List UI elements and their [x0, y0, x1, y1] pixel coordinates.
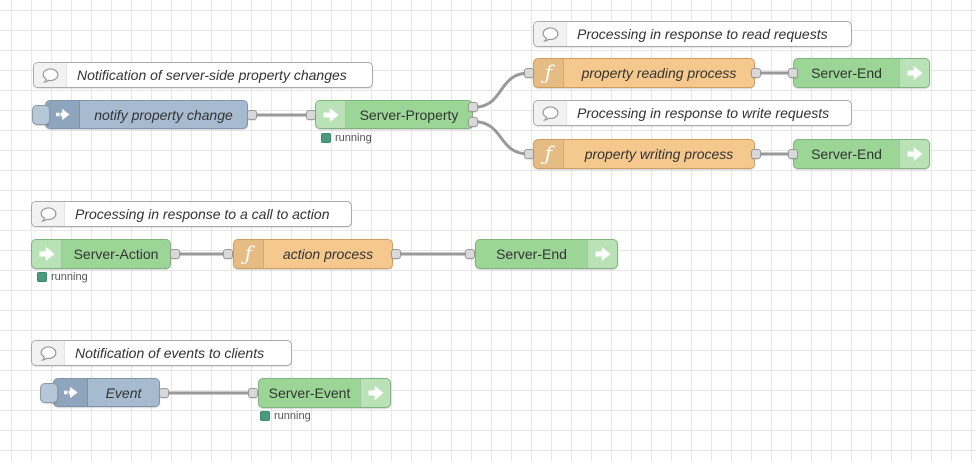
arrow-right-icon [899, 59, 929, 87]
status-dot-icon [321, 133, 331, 143]
input-port[interactable] [788, 149, 798, 159]
function-f-icon: ƒ [234, 240, 264, 268]
comment-text: Notification of server-side property cha… [77, 67, 347, 83]
speech-bubble-icon [32, 202, 65, 226]
arrow-right-icon [899, 140, 929, 168]
status-text: running [335, 132, 372, 144]
node-label: property reading process [581, 65, 737, 81]
comment-text: Processing in response to a call to acti… [75, 206, 330, 222]
input-port[interactable] [306, 110, 316, 120]
comment-node-events-to-clients[interactable]: Notification of events to clients [31, 340, 292, 366]
comment-node-read-requests[interactable]: Processing in response to read requests [533, 21, 852, 47]
node-label: Server-End [811, 65, 882, 81]
output-port[interactable] [159, 388, 169, 398]
output-port[interactable] [751, 149, 761, 159]
input-port[interactable] [223, 249, 233, 259]
server-end-node-action[interactable]: Server-End [475, 239, 618, 269]
node-label: Server-Event [268, 385, 351, 401]
status-dot-icon [260, 411, 270, 421]
output-port[interactable] [391, 249, 401, 259]
comment-text: Processing in response to read requests [577, 26, 828, 42]
output-port[interactable] [468, 117, 478, 127]
status-text: running [51, 271, 88, 283]
status-dot-icon [37, 272, 47, 282]
node-label: notify property change [94, 106, 233, 123]
server-action-node[interactable]: Server-Action [31, 239, 171, 269]
status-text: running [274, 410, 311, 422]
node-status: running [321, 132, 372, 144]
function-node-property-reading[interactable]: ƒ property reading process [533, 58, 755, 88]
node-status: running [260, 410, 311, 422]
server-property-node[interactable]: Server-Property [315, 100, 473, 129]
comment-text: Notification of events to clients [75, 345, 265, 361]
function-node-property-writing[interactable]: ƒ property writing process [533, 139, 755, 169]
function-f-icon: ƒ [534, 140, 564, 168]
speech-bubble-icon [534, 22, 567, 46]
arrow-right-icon [32, 240, 62, 268]
comment-text: Processing in response to write requests [577, 105, 830, 121]
output-port[interactable] [751, 68, 761, 78]
wire-server-property-to-reading[interactable] [471, 71, 531, 109]
node-status: running [37, 271, 88, 283]
node-label: Server-End [811, 146, 882, 162]
output-port[interactable] [170, 249, 180, 259]
server-end-node-write[interactable]: Server-End [793, 139, 930, 169]
comment-node-property-changes[interactable]: Notification of server-side property cha… [33, 62, 373, 88]
node-label: Server-Property [359, 106, 459, 123]
speech-bubble-icon [32, 341, 65, 365]
speech-bubble-icon [534, 101, 567, 125]
wire-server-property-to-writing[interactable] [471, 120, 531, 156]
arrow-right-icon [587, 240, 617, 268]
comment-node-write-requests[interactable]: Processing in response to write requests [533, 100, 852, 126]
node-label: property writing process [584, 146, 734, 162]
inject-node-event[interactable]: Event [40, 378, 160, 407]
comment-node-call-to-action[interactable]: Processing in response to a call to acti… [31, 201, 352, 227]
inject-arrow-icon [54, 379, 88, 406]
server-end-node-read[interactable]: Server-End [793, 58, 930, 88]
inject-node-notify-property-change[interactable]: notify property change [32, 100, 248, 129]
input-port[interactable] [248, 388, 258, 398]
arrow-right-icon [316, 101, 346, 128]
server-event-node[interactable]: Server-Event [258, 378, 391, 408]
node-label: Server-Action [73, 246, 159, 262]
output-port[interactable] [247, 110, 257, 120]
function-f-icon: ƒ [534, 59, 564, 87]
input-port[interactable] [788, 68, 798, 78]
node-label: action process [282, 246, 374, 262]
arrow-right-icon [360, 379, 390, 407]
input-port[interactable] [524, 149, 534, 159]
output-port[interactable] [468, 102, 478, 112]
inject-trigger-button[interactable] [40, 383, 58, 403]
inject-trigger-button[interactable] [32, 105, 50, 125]
input-port[interactable] [524, 68, 534, 78]
node-label: Event [105, 384, 142, 401]
node-label: Server-End [496, 246, 567, 262]
function-node-action-process[interactable]: ƒ action process [233, 239, 393, 269]
speech-bubble-icon [34, 63, 67, 87]
input-port[interactable] [465, 249, 475, 259]
inject-arrow-icon [46, 101, 80, 128]
